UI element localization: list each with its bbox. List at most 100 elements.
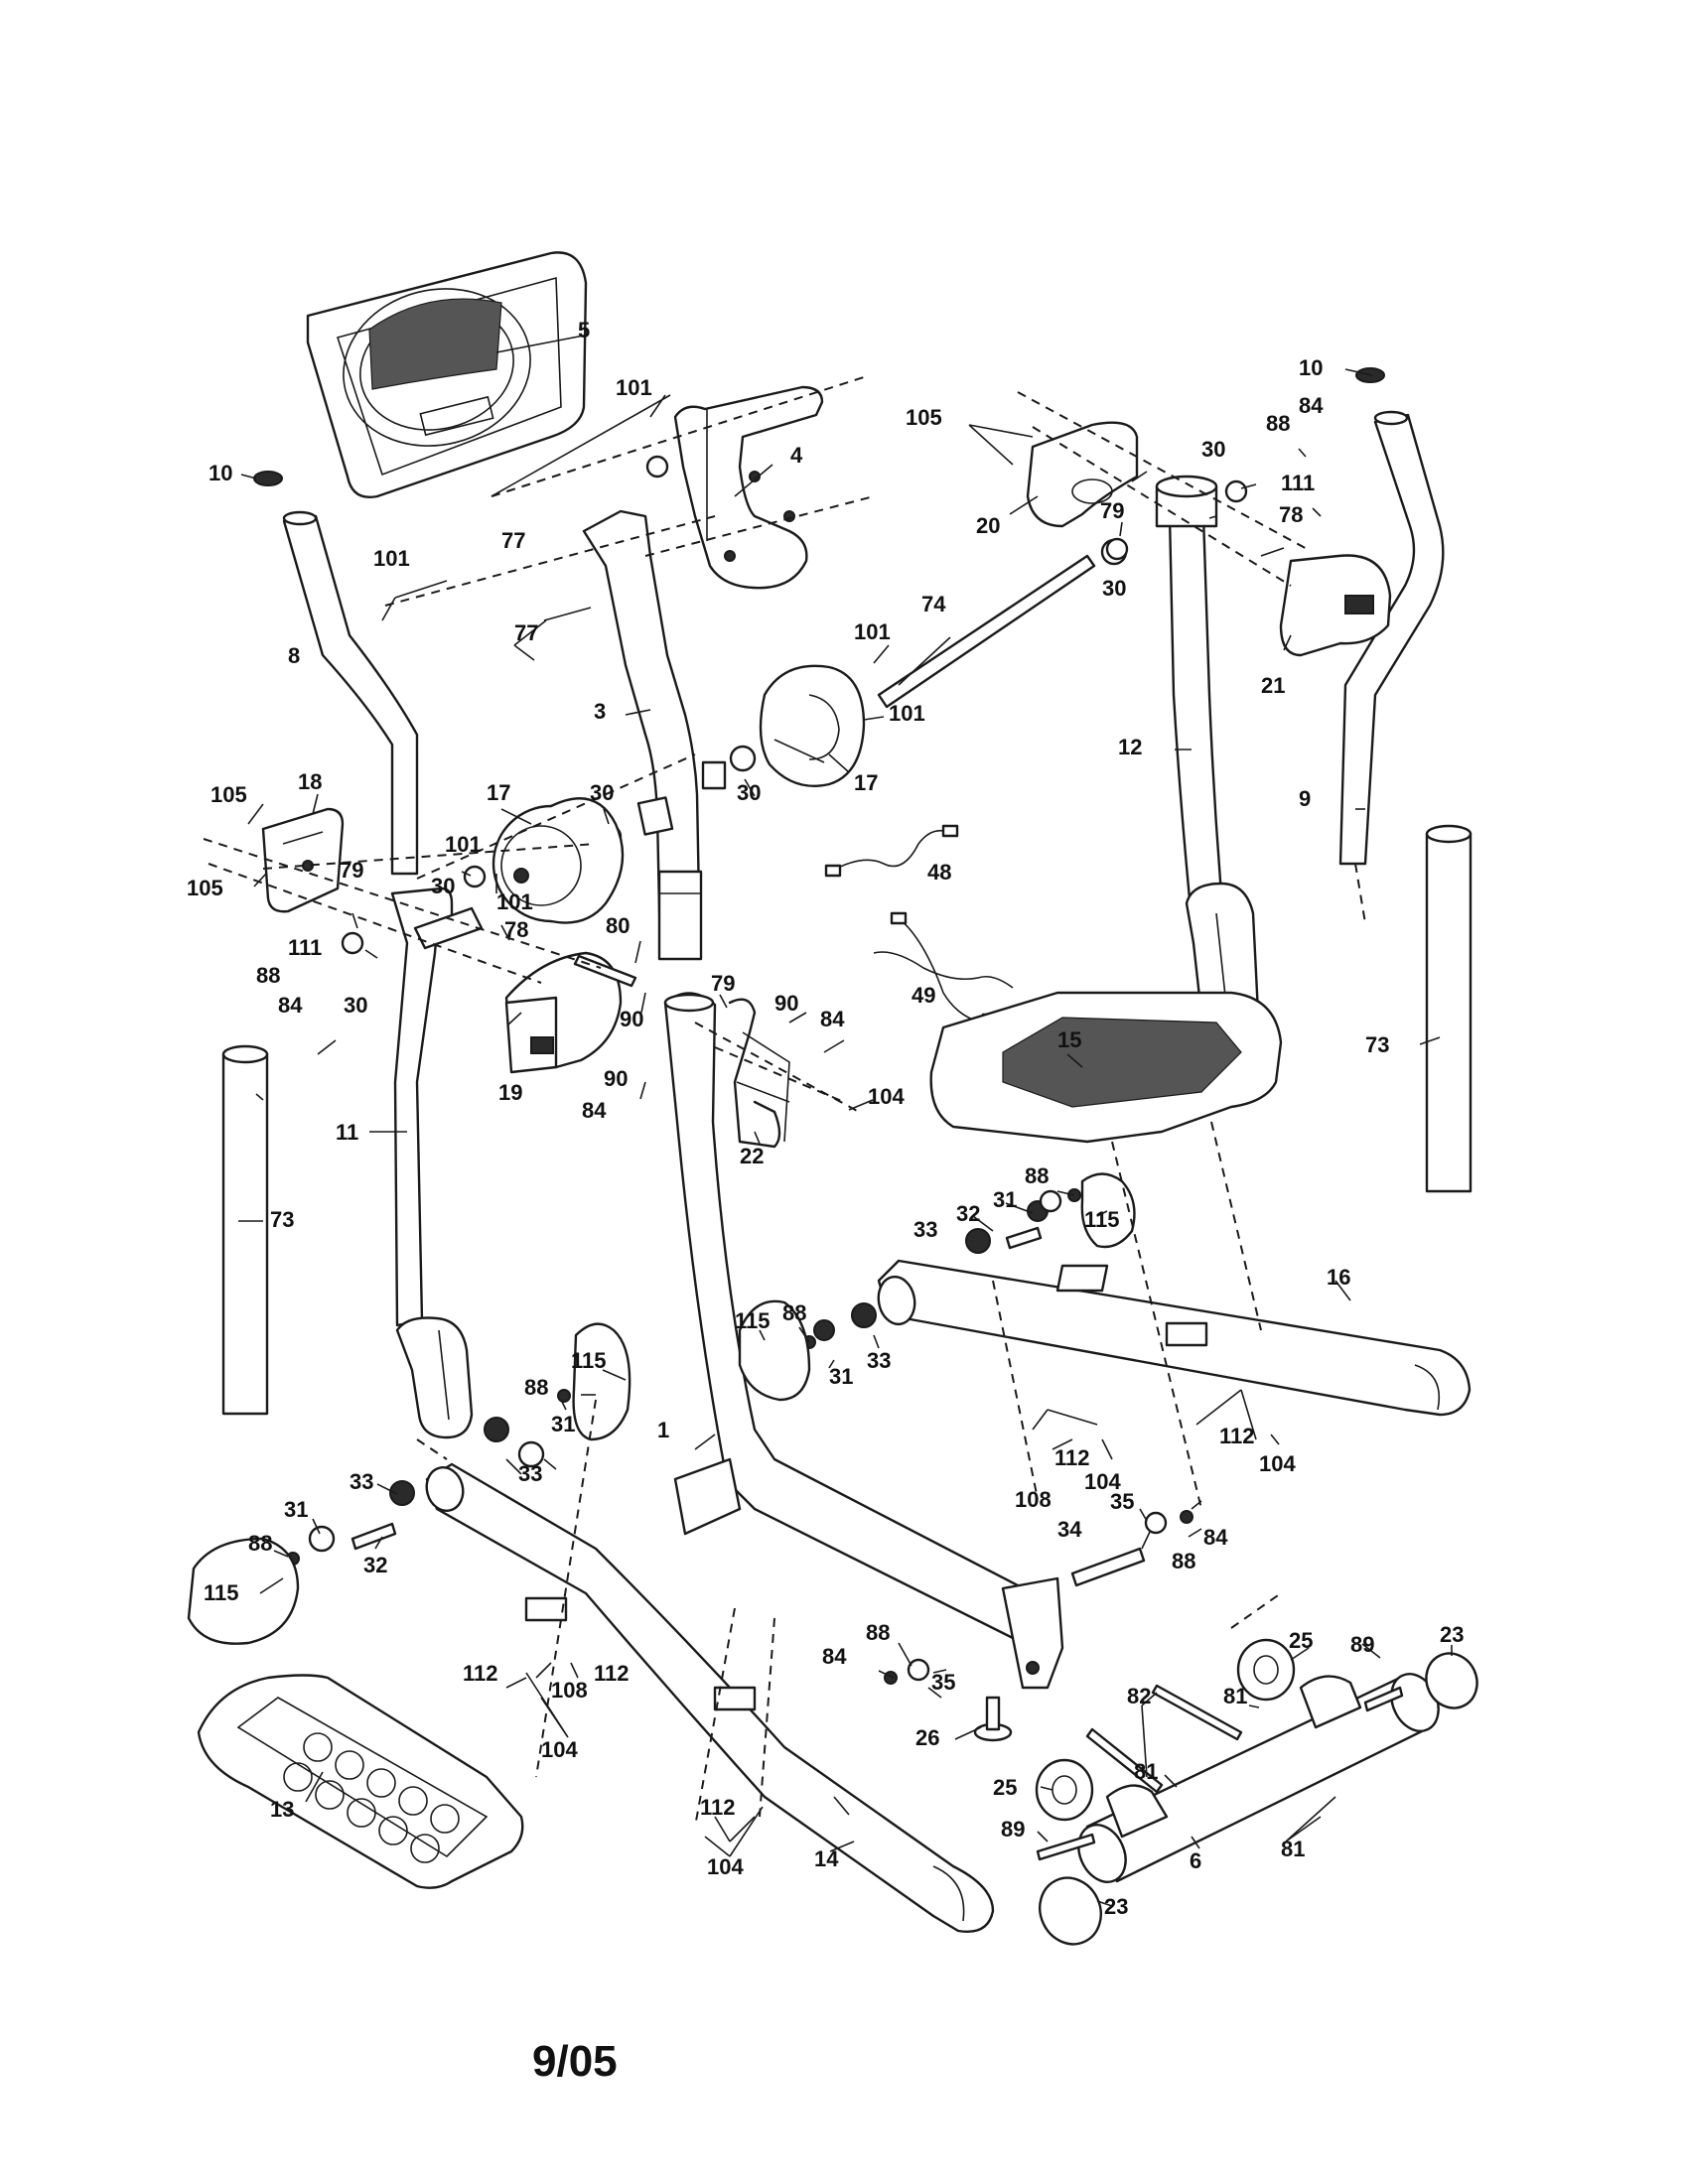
part-14-left-pedal-arm (425, 1462, 995, 1933)
callout-79-right: 79 (1100, 498, 1124, 523)
callout-84-left: 84 (278, 993, 303, 1018)
callout-78-left: 78 (504, 917, 528, 942)
callout-14: 14 (814, 1846, 839, 1871)
part-23-end-caps (1039, 1652, 1478, 1946)
part-6-rear-stabilizer (1077, 1673, 1440, 1883)
part-19-left-shield (504, 951, 623, 1074)
callout-9: 9 (1299, 786, 1311, 811)
part-34-axle (1070, 1547, 1146, 1587)
callout-84-right: 84 (1299, 393, 1324, 418)
callout-3: 3 (594, 699, 606, 724)
callout-73-left: 73 (270, 1207, 294, 1232)
callout-10-left: 10 (209, 461, 232, 485)
part-5-console (306, 251, 588, 498)
callout-30-right: 30 (1102, 576, 1126, 601)
callout-88-center: 88 (782, 1300, 806, 1325)
callout-101-top: 101 (616, 375, 652, 400)
callout-leaders (238, 334, 1453, 1907)
callout-30-left-mid: 30 (431, 874, 455, 898)
callout-90-mid: 90 (604, 1066, 628, 1091)
assembly-lines (203, 376, 1366, 1828)
callout-16: 16 (1327, 1265, 1350, 1290)
callout-11: 11 (336, 1120, 358, 1145)
callout-88-right: 88 (1266, 411, 1290, 436)
callout-104-right: 104 (1259, 1451, 1296, 1476)
callout-22: 22 (740, 1144, 764, 1168)
callout-84-mid2: 84 (582, 1098, 607, 1123)
part-11-left-arm (390, 887, 484, 1439)
part-74-axle (877, 538, 1128, 709)
callout-17-left: 17 (487, 780, 510, 805)
callout-115-left: 115 (571, 1348, 607, 1373)
callout-13: 13 (270, 1797, 294, 1822)
callout-33-center: 33 (867, 1348, 891, 1373)
callout-89-left: 89 (1001, 1817, 1025, 1842)
callout-25-left: 25 (993, 1775, 1017, 1800)
callout-10-right: 10 (1299, 355, 1323, 380)
callout-115-center: 115 (735, 1308, 771, 1333)
callout-84-lower: 84 (822, 1644, 847, 1669)
callout-112-bottom: 112 (700, 1795, 736, 1820)
callout-112-right: 112 (1219, 1424, 1255, 1448)
callout-101-left3: 101 (496, 889, 533, 914)
part-9-right-handle (1338, 410, 1445, 866)
callout-23-left: 23 (1104, 1894, 1128, 1919)
callout-88-left: 88 (256, 963, 280, 988)
callout-105-left: 105 (210, 782, 247, 807)
part-17-left-pulley (491, 797, 625, 924)
callout-12: 12 (1118, 735, 1142, 759)
callout-84-mid: 84 (820, 1007, 845, 1031)
callout-82: 82 (1127, 1684, 1151, 1708)
part-bolts (351, 1226, 1404, 1861)
callout-104-bottom: 104 (707, 1854, 744, 1879)
part-18-left-bracket (261, 807, 345, 913)
callout-90-right: 90 (774, 991, 798, 1016)
callout-31-center: 31 (829, 1364, 853, 1389)
callout-112-lower2: 112 (594, 1661, 630, 1686)
callout-19: 19 (498, 1080, 522, 1105)
callout-32-left: 32 (363, 1553, 387, 1577)
revision-date: 9/05 (532, 2037, 618, 2086)
callout-33-mid: 33 (913, 1217, 937, 1242)
part-25-wheels (1035, 1638, 1296, 1822)
part-shapes (187, 251, 1478, 1946)
callout-80: 80 (606, 913, 630, 938)
callout-32-mid: 32 (956, 1201, 980, 1226)
callout-73-right: 73 (1365, 1032, 1389, 1057)
callout-101-mid: 101 (854, 619, 891, 644)
callout-79-left: 79 (340, 858, 363, 883)
part-15-right-pedal (929, 991, 1283, 1144)
callout-5: 5 (578, 318, 590, 342)
callout-115-mid: 115 (1084, 1207, 1120, 1232)
callout-88-lower: 88 (866, 1620, 890, 1645)
callout-30-left-top: 30 (590, 780, 614, 805)
callout-49: 49 (912, 983, 935, 1008)
part-22-bottle-holder (728, 998, 790, 1149)
callout-77-upper: 77 (501, 528, 525, 553)
callout-90-top: 90 (620, 1007, 643, 1031)
callout-4: 4 (790, 443, 803, 468)
callout-1: 1 (657, 1418, 669, 1442)
callout-112-lower: 112 (463, 1661, 498, 1686)
callout-30-mid: 30 (737, 780, 761, 805)
part-73-tubes (221, 824, 1473, 1416)
callout-88-right2: 88 (1172, 1549, 1195, 1573)
callout-31-bottom-left: 31 (284, 1497, 308, 1522)
callout-34: 34 (1057, 1517, 1082, 1542)
callout-31-left: 31 (551, 1412, 575, 1436)
callout-labels: 5 101 4 10 77 101 77 8 3 105 10 88 84 30… (187, 318, 1464, 1919)
callout-74: 74 (921, 592, 946, 616)
part-26-leveler (973, 1696, 1013, 1742)
callout-81-right: 81 (1281, 1837, 1305, 1861)
callout-105-top: 105 (906, 405, 942, 430)
callout-81-mid: 81 (1134, 1759, 1158, 1784)
part-4-handlebar-bracket (645, 385, 824, 590)
part-16-right-pedal-arm (877, 1259, 1472, 1417)
callout-77-lower: 77 (514, 620, 538, 645)
callout-108-lower: 108 (551, 1678, 588, 1703)
callout-26: 26 (915, 1725, 939, 1750)
callout-101-left: 101 (373, 546, 410, 571)
part-17-right-cover (759, 664, 866, 787)
callout-8: 8 (288, 643, 300, 668)
